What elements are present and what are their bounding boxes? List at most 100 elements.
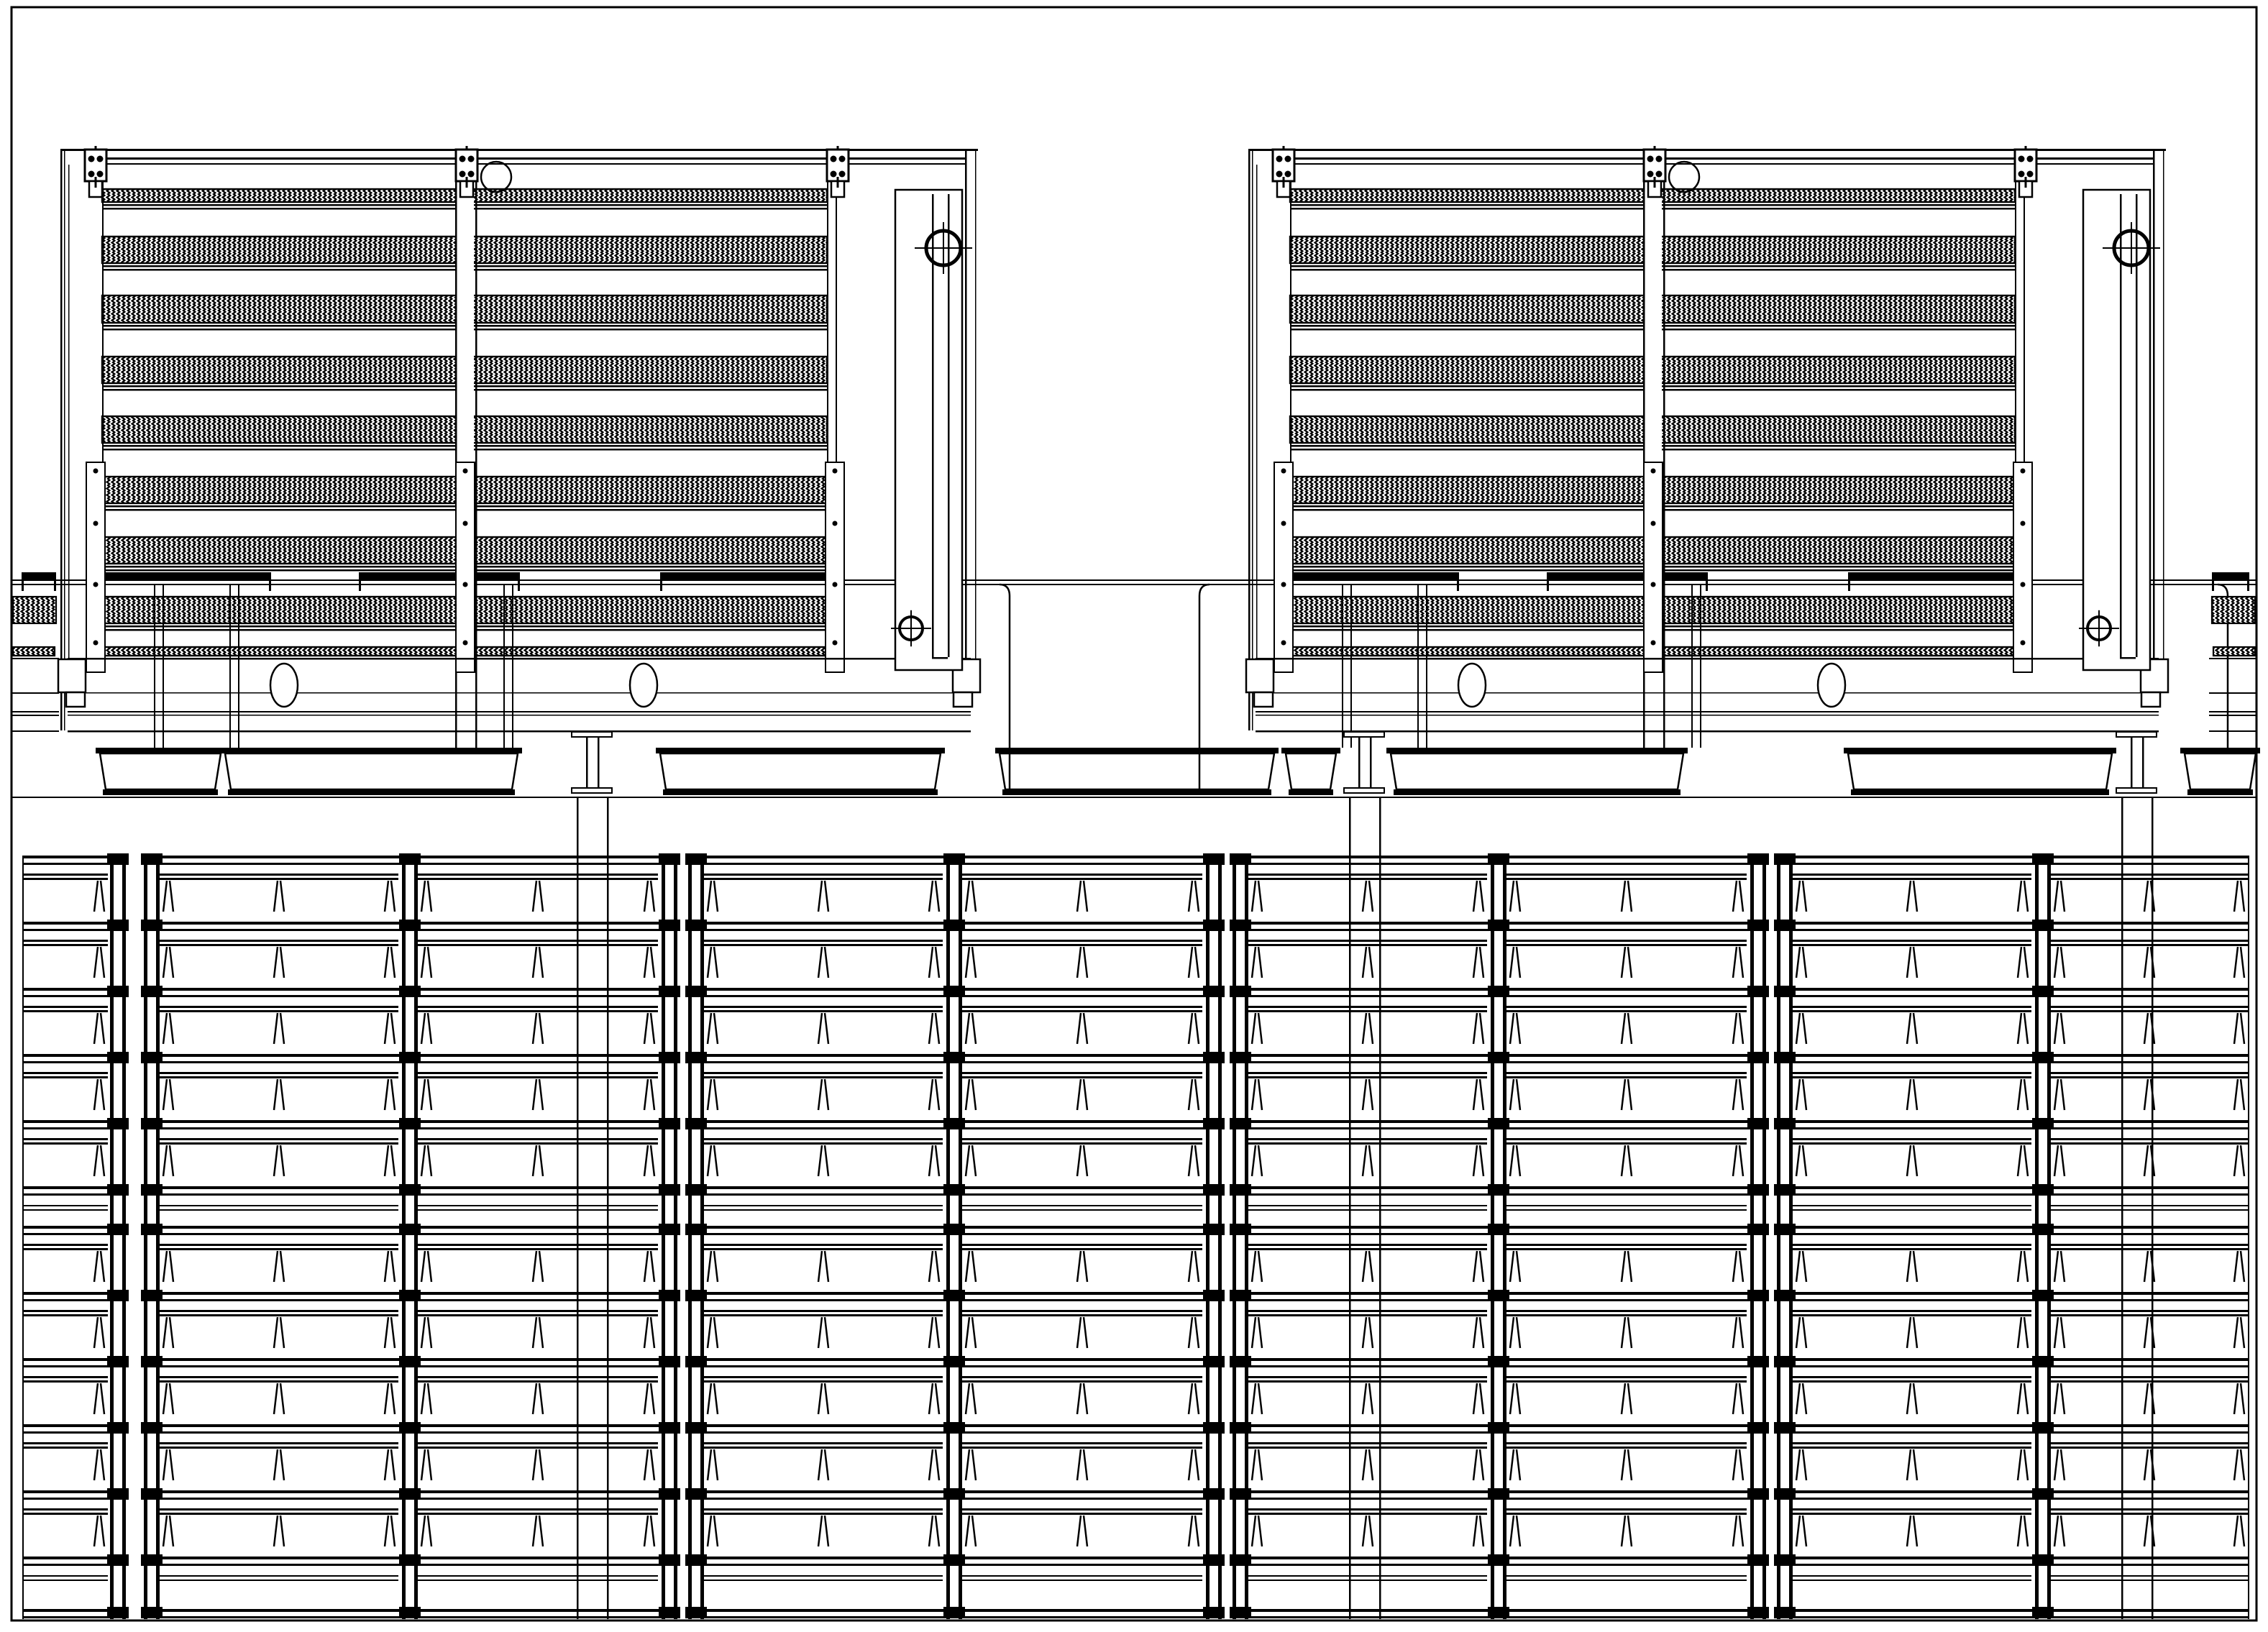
- splice-cap-hook: [269, 579, 271, 591]
- node-square: [141, 920, 163, 931]
- node-square: [1488, 1356, 1509, 1367]
- node-square: [2032, 986, 2054, 997]
- purlin-rail: [962, 1138, 1202, 1140]
- frame-post: [827, 165, 828, 658]
- clip-triangle: [1509, 1515, 1522, 1547]
- splice-cap: [1547, 572, 1708, 579]
- node-square: [1203, 1607, 1225, 1618]
- clip-triangle: [383, 1383, 396, 1415]
- purlin-rail: [418, 1442, 658, 1444]
- clip-triangle: [928, 1078, 941, 1111]
- strip-rivet: [462, 582, 468, 587]
- clip-triangle: [2233, 1316, 2246, 1349]
- grid-post: [110, 856, 114, 1619]
- purlin-rail-2: [24, 878, 108, 880]
- splice-cap-hook: [518, 579, 520, 591]
- grid-left-edge: [22, 856, 24, 1619]
- node-square: [943, 1422, 965, 1434]
- spacer-line-2: [418, 1580, 658, 1581]
- purlin-rail: [962, 1006, 1202, 1008]
- purlin-rail-2: [704, 1248, 943, 1250]
- i-beam-web: [586, 737, 588, 788]
- purlin-rail: [160, 1310, 398, 1312]
- joist-band-line-2: [22, 929, 126, 931]
- spacer-line: [962, 1205, 1202, 1206]
- clip-triangle: [1187, 1012, 1200, 1045]
- node-square: [1230, 1290, 1251, 1301]
- clip-triangle: [383, 1449, 396, 1481]
- grid-module: [685, 853, 1225, 1619]
- node-square: [1203, 1224, 1225, 1235]
- clip-triangle: [928, 946, 941, 978]
- node-square: [399, 1422, 421, 1434]
- node-square: [107, 1488, 129, 1500]
- node-square: [107, 986, 129, 997]
- edge-base-line: [12, 658, 59, 659]
- splice-cap-hook: [2247, 579, 2249, 591]
- purlin-rail: [1506, 1508, 1747, 1510]
- channel-bar-line: [932, 194, 934, 657]
- joist-band-line-2: [1777, 929, 2248, 931]
- node-square: [1747, 1052, 1769, 1063]
- purlin-rail-2: [1793, 1248, 2031, 1250]
- crosshair-v: [2131, 222, 2132, 274]
- node-square: [659, 986, 680, 997]
- grid-post: [414, 856, 418, 1619]
- clip-triangle: [1472, 1515, 1485, 1547]
- node-square: [685, 1118, 707, 1129]
- purlin-rail-2: [160, 1447, 398, 1449]
- grid-post: [156, 856, 160, 1619]
- purlin-rail-2: [24, 1513, 108, 1515]
- purlin-rail-2: [1506, 944, 1747, 946]
- joist-band-line-2: [1777, 1431, 2248, 1434]
- hanger-rod: [154, 585, 155, 748]
- clip-triangle: [928, 880, 941, 912]
- purlin-rail-2: [418, 1010, 658, 1012]
- grid-post: [1218, 856, 1222, 1619]
- purlin-rail-2: [704, 1142, 943, 1145]
- joist-band-line-2: [1777, 1061, 2248, 1063]
- base-rail: [1256, 730, 2159, 733]
- node-square: [1774, 1607, 1796, 1618]
- pedestal-cap: [221, 748, 522, 753]
- node-square: [399, 1607, 421, 1618]
- purlin-rail: [1793, 874, 2031, 876]
- clip-triangle: [1250, 1383, 1263, 1415]
- clip-triangle: [706, 1078, 719, 1111]
- bracket-bolt: [1647, 155, 1654, 162]
- grid-post: [700, 856, 704, 1619]
- node-square: [2032, 1052, 2054, 1063]
- base-end-block: [1245, 658, 1275, 694]
- node-square: [1747, 1422, 1769, 1434]
- frame-rail: [102, 163, 965, 165]
- frame-post: [102, 165, 104, 658]
- clip-triangle: [420, 1383, 433, 1415]
- splice-cap: [1281, 572, 1459, 579]
- node-square: [1488, 853, 1509, 865]
- purlin-rail-2: [418, 878, 658, 880]
- spacer-line-2: [1793, 1580, 2031, 1581]
- clip-triangle: [1250, 946, 1263, 978]
- splice-line-upper: [12, 579, 2256, 581]
- clip-triangle: [706, 1250, 719, 1283]
- purlin-rail-2: [1793, 878, 2031, 880]
- purlin-rail: [704, 874, 943, 876]
- node-square: [399, 1488, 421, 1500]
- purlin-rail-2: [1248, 1380, 1487, 1383]
- clip-triangle: [531, 1250, 544, 1283]
- node-square: [2032, 1184, 2054, 1196]
- purlin-rail: [24, 1244, 108, 1246]
- clip-triangle: [162, 1078, 175, 1111]
- clip-triangle: [1076, 1316, 1089, 1349]
- bracket-bolt: [1647, 170, 1654, 178]
- purlin-rail: [704, 1508, 943, 1510]
- vent-hole: [1457, 662, 1487, 708]
- spacer-line-2: [1248, 1209, 1487, 1211]
- joist-band-line-2: [1777, 1498, 2248, 1500]
- clip-triangle: [1472, 1449, 1485, 1481]
- grid-post: [674, 856, 677, 1619]
- clip-triangle: [1187, 1449, 1200, 1481]
- clip-triangle: [643, 1078, 656, 1111]
- splice-cap-hook: [1457, 579, 1459, 591]
- bracket-bolt: [838, 170, 846, 178]
